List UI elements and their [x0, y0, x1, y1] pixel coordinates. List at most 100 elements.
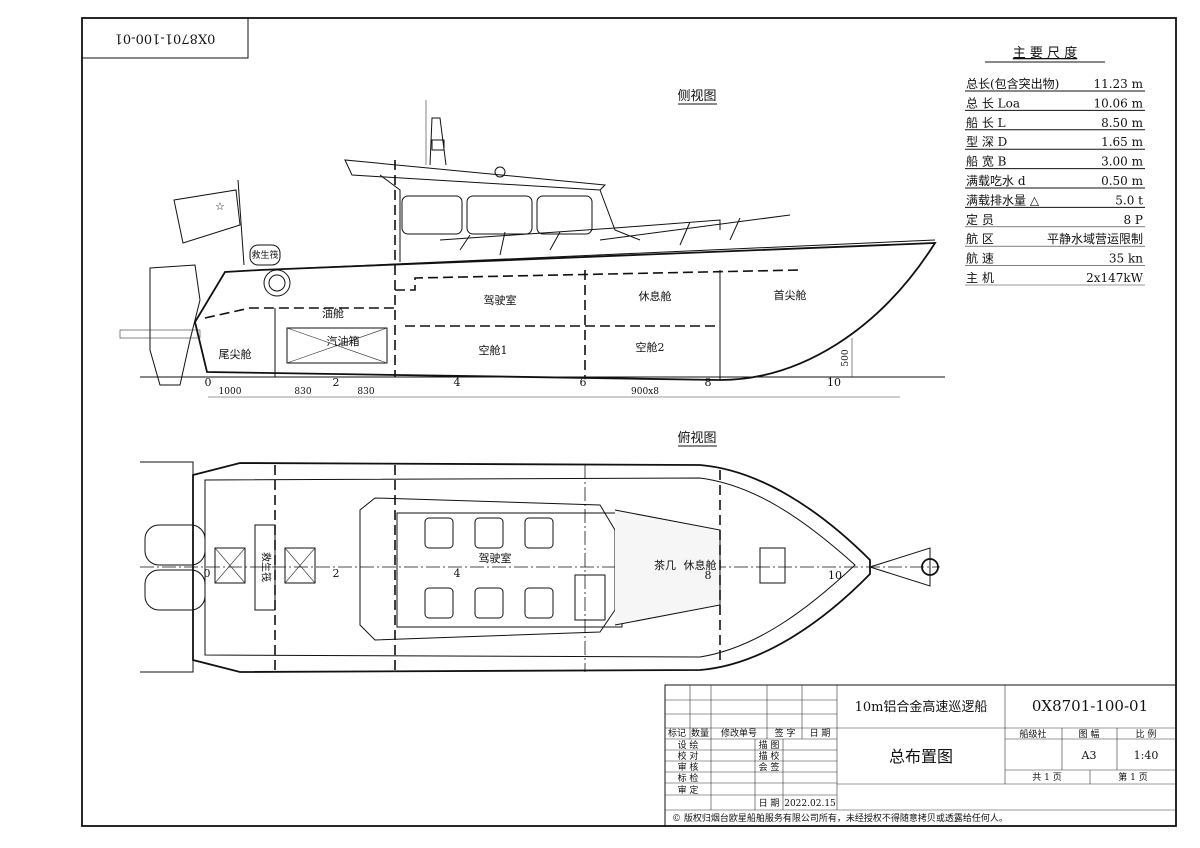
total-pages: 共 1 页 [1032, 772, 1061, 783]
role-label: 审 核 [678, 761, 699, 773]
role-label: 描 校 [759, 750, 780, 762]
label-gasoline-tank: 汽油箱 [327, 334, 360, 348]
dimension-value: 1.65 m [1101, 135, 1144, 149]
dimension-value: 8 P [1123, 213, 1143, 227]
dimension-row: 型 深 D 1.65 m [965, 135, 1145, 150]
dimension-value: 2x147kW [1086, 271, 1144, 285]
label-aft-peak: 尾尖舱 [219, 347, 252, 361]
label-fore-peak: 首尖舱 [774, 288, 807, 302]
header-change-no: 修改单号 [721, 727, 757, 739]
frame-number: 8 [705, 376, 712, 389]
dimension-value: 5.0 t [1115, 193, 1143, 207]
frame-number: 0 [204, 567, 211, 580]
dimension-label: 满载吃水 d [966, 174, 1026, 188]
frame-number: 4 [454, 567, 461, 580]
anchor-icon [921, 558, 939, 576]
scale-label: 比 例 [1136, 728, 1157, 740]
dimension-label: 1000 [219, 387, 242, 397]
class-society-label: 船级社 [1019, 728, 1046, 740]
role-label: 会 签 [759, 761, 780, 773]
role-label: 描 图 [759, 739, 780, 751]
dimension-value: 平静水域营运限制 [1047, 232, 1143, 246]
drawing-border [81, 17, 1177, 827]
frame-number: 10 [828, 569, 842, 582]
dimension-row: 航 速 35 kn [965, 251, 1145, 266]
header-quantity: 数量 [691, 727, 709, 739]
dimensions-title: 主 要 尺 度 [1013, 45, 1077, 61]
dimension-label: 型 深 D [966, 135, 1007, 149]
frame-number: 4 [454, 376, 461, 389]
dimension-label: 主 机 [966, 271, 994, 285]
outboard-motor [149, 264, 201, 386]
flag [173, 189, 241, 244]
label-rest-cabin: 休息舱 [639, 289, 672, 303]
page-number: 第 1 页 [1118, 771, 1147, 783]
header-signature: 签 字 [775, 727, 796, 739]
dimension-label: 总长(包含突出物) [966, 76, 1059, 91]
dimension-label: 830 [357, 387, 374, 397]
lifebuoy-icon [263, 269, 291, 297]
scale: 1:40 [1134, 749, 1159, 762]
dimension-row: 定 员 8 P [965, 212, 1145, 228]
role-label: 校 对 [678, 750, 699, 762]
hull-profile [194, 242, 937, 381]
liferaft-label: 救生筏 [251, 249, 278, 261]
header-mark: 标记 [668, 727, 686, 739]
label-tea-table: 茶几 [654, 559, 676, 572]
dimension-label: 900x8 [631, 387, 659, 397]
label-liferaft: 救生筏 [260, 552, 273, 582]
drawing-date: 2022.02.15 [784, 799, 836, 809]
label-rest-cabin: 休息舱 [684, 558, 717, 572]
dimension-row: 主 机 2x147kW [965, 271, 1145, 286]
outboard-motor [144, 569, 206, 611]
dimension-label: 航 速 [966, 251, 994, 266]
label-void2: 空舱2 [636, 340, 665, 354]
drawing-title: 总布置图 [889, 747, 953, 766]
dimension-value: 3.00 m [1101, 155, 1144, 169]
dimension-label: 船 长 L [966, 116, 1006, 130]
label-oil-tank: 油舱 [322, 306, 344, 320]
draft-dimension: 500 [841, 349, 851, 366]
label-void1: 空舱1 [479, 343, 508, 357]
role-label: 设 绘 [678, 739, 699, 751]
copyright-notice: © 版权归烟台欧星船舶服务有限公司所有，未经授权不得随意拷贝或透露给任何人。 [672, 812, 1008, 824]
dimension-label: 船 宽 B [966, 154, 1007, 169]
label-wheelhouse: 驾驶室 [484, 293, 517, 307]
dimension-row: 船 宽 B 3.00 m [965, 154, 1145, 170]
drawing-number: 0X8701-100-01 [1032, 697, 1148, 715]
dimension-label: 总 长 Loa [966, 96, 1020, 110]
dimension-label: 满载排水量 △ [966, 193, 1040, 207]
dimension-row: 满载吃水 d 0.50 m [965, 174, 1145, 189]
role-label: 日 期 [759, 798, 780, 809]
dimension-value: 35 kn [1109, 252, 1143, 266]
hull-plan [192, 462, 871, 673]
dimension-value: 10.06 m [1093, 96, 1143, 110]
title-block: 标记 数量 修改单号 签 字 日 期 设 绘校 对审 核标 检审 定 描 图描 校… [664, 684, 1177, 827]
dimension-row: 满载排水量 △ 5.0 t [965, 193, 1145, 208]
vessel-name: 10m铝合金高速巡逻船 [855, 699, 988, 715]
frame-number: 0 [205, 376, 212, 389]
frame-number: 2 [333, 567, 340, 580]
role-label: 标 检 [678, 772, 699, 784]
dimension-value: 0.50 m [1101, 174, 1144, 188]
label-wheelhouse: 驾驶室 [479, 551, 512, 565]
dimension-label: 830 [294, 387, 311, 397]
dimension-value: 11.23 m [1093, 77, 1143, 91]
main-dimensions-table: 主 要 尺 度 总长(包含突出物) 11.23 m 总 长 Loa 10.06 m 船 … [965, 45, 1145, 286]
dimension-row: 总长(包含突出物) 11.23 m [965, 76, 1145, 92]
header-date: 日 期 [810, 728, 831, 739]
role-label: 审 定 [678, 784, 699, 796]
side-view: 侧视图 ☆ 救生筏 [119, 89, 945, 398]
dimension-label: 定 员 [966, 212, 994, 227]
frame-number: 2 [333, 376, 340, 389]
sheet-size: A3 [1081, 749, 1097, 762]
sheet-size-label: 图 幅 [1079, 728, 1100, 740]
drawing-number-stamp: 0X8701-100-01 [81, 17, 249, 59]
dimension-label: 航 区 [966, 231, 994, 246]
side-view-title: 侧视图 [677, 89, 716, 104]
frame-number: 10 [827, 376, 841, 389]
stamp-text: 0X8701-100-01 [115, 31, 216, 46]
frame-number: 8 [705, 569, 712, 582]
